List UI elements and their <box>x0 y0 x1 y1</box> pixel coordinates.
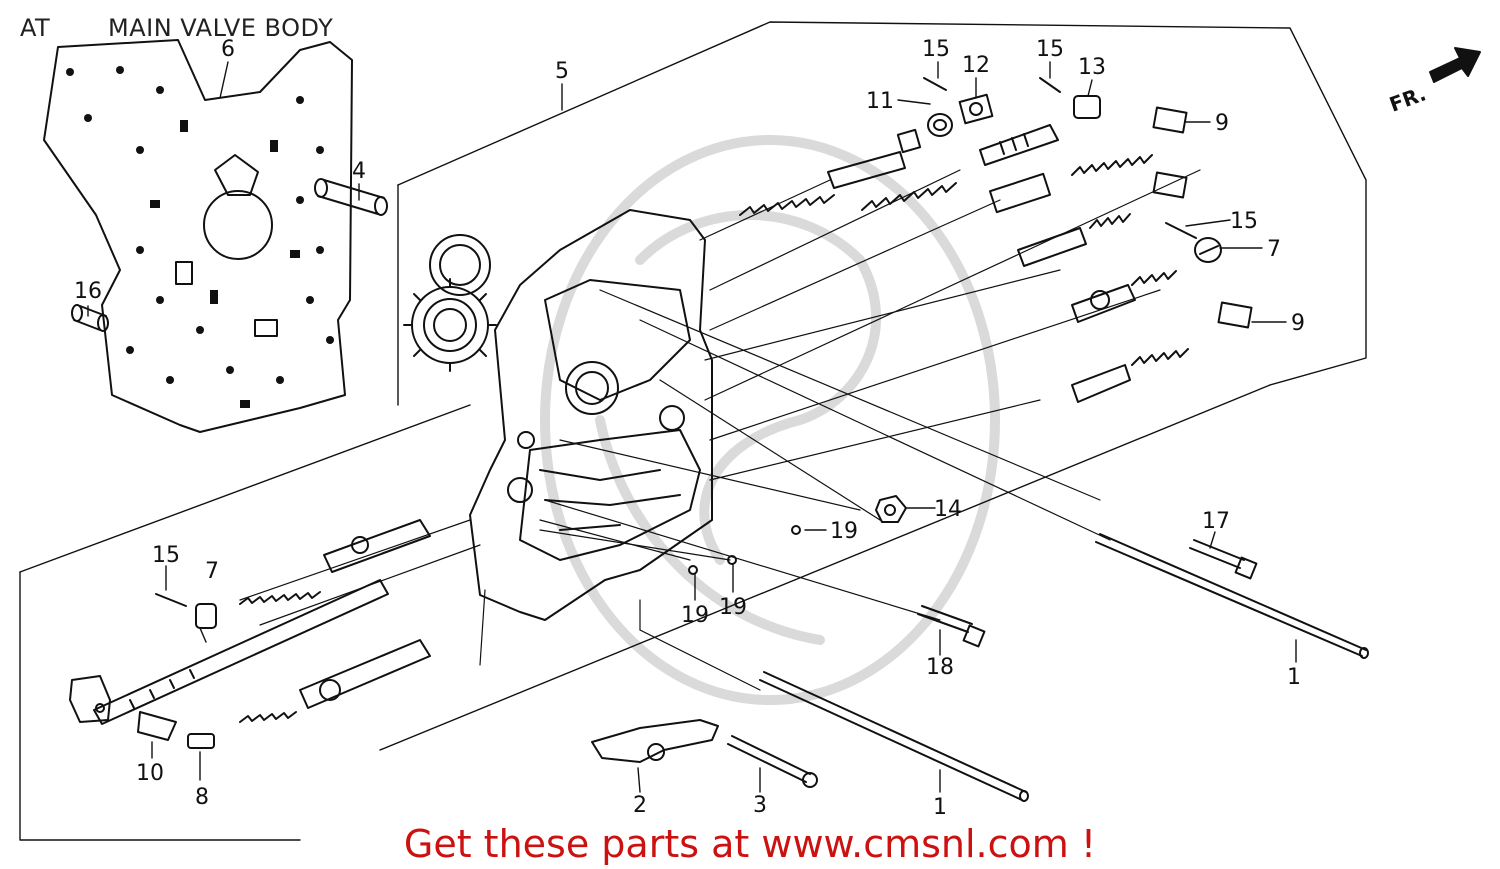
spring <box>1071 154 1153 176</box>
callout-11: 11 <box>866 89 894 114</box>
spring <box>1131 348 1189 366</box>
pipe <box>759 671 1029 802</box>
check-ball <box>727 555 737 565</box>
stopper <box>187 733 215 749</box>
manual-valve <box>69 579 389 725</box>
callout-7-lower: 7 <box>205 559 219 584</box>
callout-17: 17 <box>1202 509 1230 534</box>
pump-gear <box>403 234 497 372</box>
callout-15-d: 15 <box>152 543 180 568</box>
valve-spool <box>299 639 431 709</box>
spring <box>861 182 957 211</box>
callout-19-b: 19 <box>681 603 709 628</box>
section-code: AT <box>20 14 51 42</box>
callout-10: 10 <box>136 761 164 786</box>
plug <box>1073 95 1101 119</box>
callout-12: 12 <box>962 53 990 78</box>
detent-arm <box>591 719 719 763</box>
dowel-pin <box>71 304 109 332</box>
check-ball <box>688 565 698 575</box>
detent-plate <box>137 711 177 741</box>
valve-spool <box>1071 364 1131 403</box>
exploded-frame <box>397 21 1367 386</box>
nut <box>875 495 907 523</box>
valve-spool <box>323 519 431 573</box>
front-arrow-icon <box>1429 47 1481 83</box>
spring <box>739 194 835 216</box>
exploded-frame-lower <box>19 571 301 841</box>
callout-9-lower: 9 <box>1291 311 1305 336</box>
callout-labels: 1 1 2 3 4 5 6 7 7 8 9 9 10 11 12 13 14 1… <box>74 37 1429 820</box>
callout-1-lower: 1 <box>933 795 947 820</box>
callout-13: 13 <box>1078 55 1106 80</box>
callout-3: 3 <box>753 793 767 818</box>
collar <box>927 113 953 137</box>
dowel-pin <box>314 178 388 216</box>
roll-pin <box>155 593 187 607</box>
valve-spool <box>1017 227 1087 267</box>
callout-6: 6 <box>221 37 235 62</box>
sleeve <box>958 93 994 125</box>
valve-spool <box>1071 284 1136 323</box>
callout-9: 9 <box>1215 111 1229 136</box>
callout-5: 5 <box>555 59 569 84</box>
frame-edge <box>379 384 1271 751</box>
valve-spool <box>979 124 1059 166</box>
axis-lines <box>239 169 1201 691</box>
callout-2: 2 <box>633 793 647 818</box>
check-plate <box>1217 301 1253 329</box>
check-ball <box>791 525 801 535</box>
watermark-logo <box>540 135 1000 705</box>
callout-15-a: 15 <box>922 37 950 62</box>
pipe <box>1095 533 1369 659</box>
callout-4: 4 <box>352 159 366 184</box>
bolt <box>917 605 986 648</box>
sleeve <box>195 603 217 629</box>
diagram-title: MAIN VALVE BODY <box>108 14 334 42</box>
frame-edge <box>19 404 471 573</box>
spring <box>1089 213 1131 229</box>
callout-16: 16 <box>74 279 102 304</box>
callout-15-c: 15 <box>1230 209 1258 234</box>
callout-8: 8 <box>195 785 209 810</box>
callout-19-a: 19 <box>830 519 858 544</box>
valve-spool <box>988 172 1052 214</box>
check-plate <box>1152 171 1188 199</box>
sleeve <box>1194 237 1222 263</box>
callout-1: 1 <box>1287 665 1301 690</box>
roll-pin <box>923 77 1197 239</box>
callout-14: 14 <box>934 497 962 522</box>
check-plate <box>1152 106 1188 134</box>
main-valve-body <box>469 209 713 621</box>
bolt <box>1189 539 1258 580</box>
spring <box>239 591 321 605</box>
promo-link-text[interactable]: Get these parts at www.cmsnl.com ! <box>403 822 1097 866</box>
front-label: FR. <box>1386 81 1429 116</box>
callout-leaders <box>87 61 1297 793</box>
separator-plate <box>43 39 353 433</box>
bolt <box>727 735 818 788</box>
spring <box>239 711 297 723</box>
callout-15-b: 15 <box>1036 37 1064 62</box>
valve-spool <box>827 128 922 189</box>
spring <box>1131 270 1177 286</box>
callout-18: 18 <box>926 655 954 680</box>
callout-19-c: 19 <box>719 595 747 620</box>
callout-7: 7 <box>1267 237 1281 262</box>
